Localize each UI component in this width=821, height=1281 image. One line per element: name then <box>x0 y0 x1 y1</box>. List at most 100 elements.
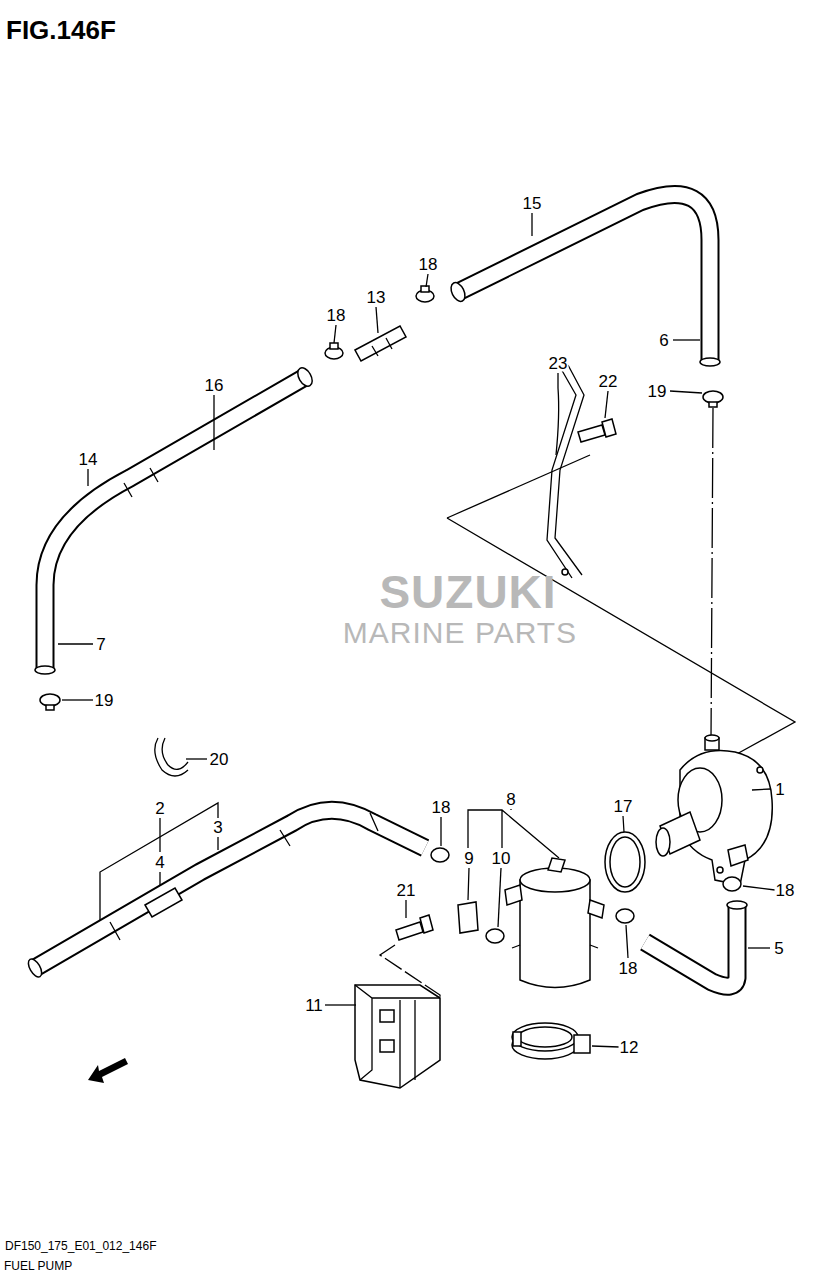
drawing-part <box>645 905 737 986</box>
drawing-part <box>723 877 741 891</box>
drawing-part <box>420 915 433 933</box>
callout-number: 7 <box>95 636 106 653</box>
drawing-part <box>623 816 624 832</box>
drawing-part <box>40 694 60 706</box>
drawing-part <box>159 818 160 852</box>
hose <box>35 365 315 674</box>
bolt <box>396 915 433 940</box>
drawing-part <box>35 810 425 968</box>
callout-number: 16 <box>204 377 225 394</box>
connector <box>355 326 406 361</box>
drawing-part <box>380 1040 394 1052</box>
figure-caption: FUEL PUMP <box>4 1260 72 1272</box>
drawing-part <box>400 1000 415 1088</box>
drawing-part <box>159 872 160 886</box>
drawing-part <box>145 888 182 917</box>
callout-number: 13 <box>366 289 387 306</box>
drawing-part <box>110 813 378 940</box>
drawing-part <box>376 307 378 333</box>
drawing-part <box>88 1058 128 1083</box>
callout-number: 9 <box>463 850 474 867</box>
drawing-part <box>626 925 628 958</box>
drawing-part <box>498 868 501 927</box>
drawing-part <box>334 325 336 343</box>
bracket <box>355 985 440 1088</box>
callout-number: 14 <box>78 451 99 468</box>
drawing-part <box>588 900 604 918</box>
watermark: MARINE PARTS <box>342 618 578 648</box>
fuel-pump <box>656 735 772 885</box>
drawing-part <box>727 901 747 909</box>
drawing-part <box>45 377 305 670</box>
drawing-part <box>124 468 158 497</box>
drawing-part <box>520 880 590 988</box>
drawing-part <box>45 377 305 670</box>
drawing-part <box>757 767 763 773</box>
drawing-part <box>605 391 608 418</box>
drawing-part <box>513 1032 521 1046</box>
hose-clip <box>155 738 188 776</box>
drawing-part <box>62 699 93 700</box>
callout-number: 3 <box>212 819 223 836</box>
drawing-part <box>752 789 771 790</box>
callout-number: 20 <box>209 751 230 768</box>
callout-number: 6 <box>658 332 669 349</box>
hose-clip <box>325 286 434 359</box>
drawing-part <box>440 817 441 846</box>
drawing-part <box>645 905 737 986</box>
callout-number: 18 <box>418 256 439 273</box>
drawing-part <box>555 365 584 575</box>
drawing-part <box>26 957 45 979</box>
drawing-part <box>155 738 188 776</box>
hose-clip <box>40 391 723 710</box>
callout-number: 22 <box>598 373 619 390</box>
clamp <box>512 1023 590 1059</box>
drawing-part <box>396 922 423 940</box>
drawing-part <box>448 280 468 303</box>
drawing-part <box>355 985 440 1088</box>
drawing-part <box>548 858 565 872</box>
callout-number: 11 <box>304 997 324 1014</box>
drawing-part <box>35 666 55 674</box>
drawing-part <box>426 274 428 287</box>
drawing-part <box>610 837 640 887</box>
hose <box>26 810 425 979</box>
drawing-part <box>458 902 478 933</box>
callout-number: 15 <box>522 195 543 212</box>
drawing-part <box>447 455 590 518</box>
drawing-part <box>703 391 723 403</box>
callout-number: 18 <box>326 307 347 324</box>
drawing-code: DF150_175_E01_012_146F <box>4 1240 157 1252</box>
drawing-part <box>100 803 218 920</box>
drawing-part <box>512 945 598 948</box>
drawing-part <box>355 326 406 361</box>
drawing-part <box>700 358 720 366</box>
callout-number: 5 <box>773 940 784 957</box>
bracket <box>547 365 616 578</box>
figure-title: FIG.146F <box>6 17 116 43</box>
drawing-part <box>186 758 207 759</box>
callout-number: 21 <box>396 882 417 899</box>
drawing-part <box>46 705 54 710</box>
drawing-part <box>458 194 710 362</box>
drawing-part <box>518 1027 572 1047</box>
callout-number: 19 <box>94 692 115 709</box>
fuel-filter <box>458 858 604 988</box>
assembly-line <box>380 408 795 1000</box>
drawing-part <box>656 828 670 856</box>
drawing-part <box>705 735 719 741</box>
drawing-part <box>87 469 88 486</box>
drawing-part <box>578 425 605 442</box>
callout-number: 4 <box>154 854 165 871</box>
drawing-part <box>602 419 616 437</box>
o-ring <box>605 832 645 892</box>
drawing-part <box>717 867 723 873</box>
drawing-part <box>355 985 440 1080</box>
callout-number: 19 <box>647 383 668 400</box>
drawing-part <box>295 365 315 388</box>
hose <box>448 194 720 366</box>
callout-number: 1 <box>774 781 785 798</box>
drawing-part <box>431 848 449 862</box>
callout-number: 10 <box>491 850 512 867</box>
